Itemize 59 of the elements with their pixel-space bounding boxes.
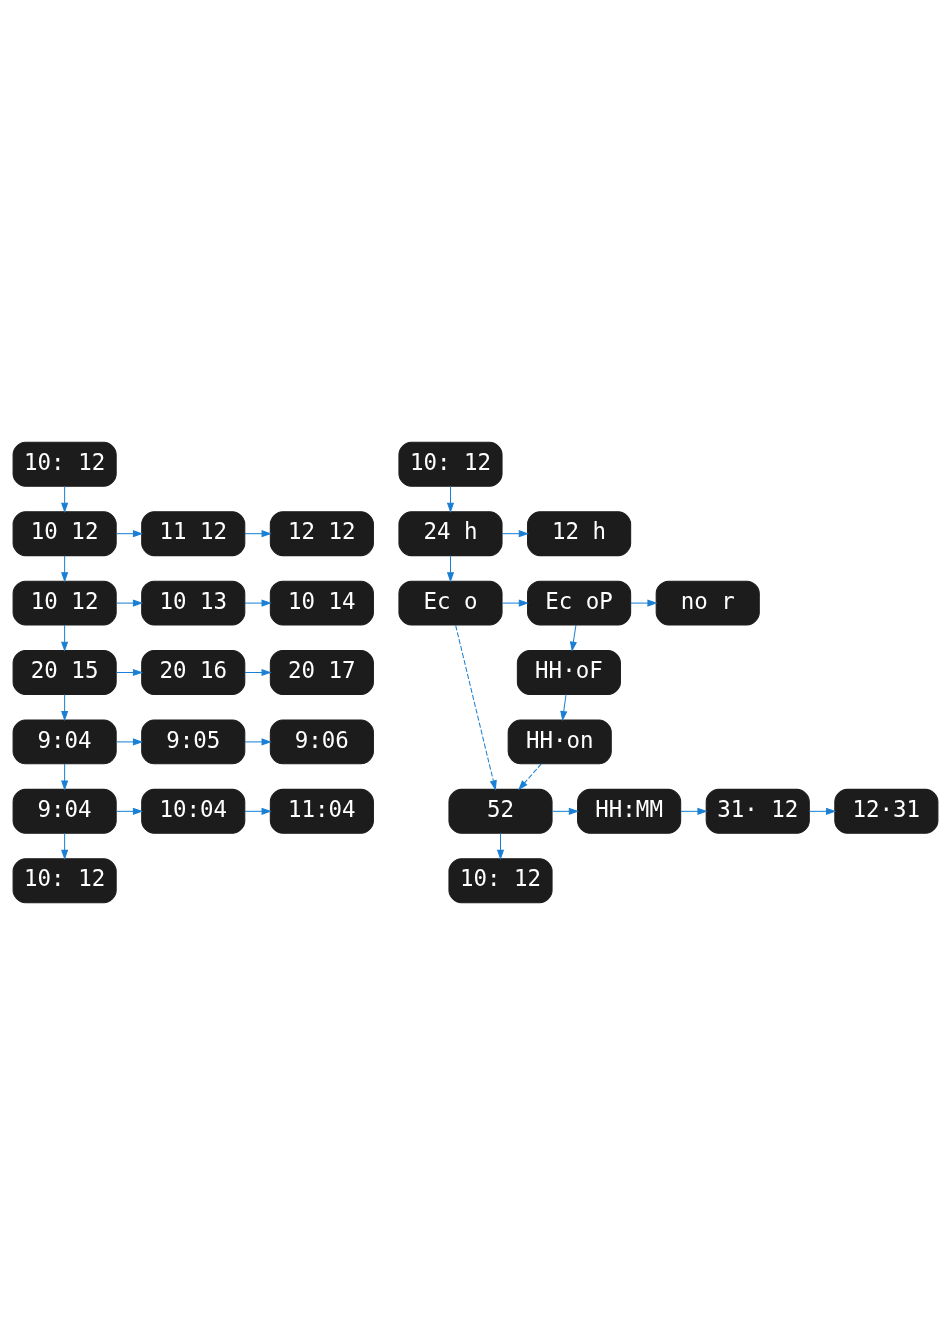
node-box: Ec o bbox=[397, 580, 503, 626]
arrow bbox=[244, 529, 272, 537]
arrow bbox=[679, 807, 708, 815]
arrow bbox=[60, 485, 68, 513]
node-box: 9:04 bbox=[12, 718, 117, 764]
node-box: 20 16 bbox=[140, 649, 245, 695]
arrow bbox=[454, 624, 497, 791]
node-box: 10: 12 bbox=[447, 857, 553, 903]
arrow bbox=[551, 807, 579, 815]
arrow bbox=[808, 807, 836, 815]
node-box: 10: 12 bbox=[12, 441, 117, 487]
arrow bbox=[244, 668, 272, 676]
node-box: 52 bbox=[447, 788, 553, 834]
arrow bbox=[244, 599, 272, 607]
node-box: 12 12 bbox=[269, 510, 374, 556]
arrow bbox=[446, 554, 454, 582]
node-box: 24 h bbox=[397, 510, 503, 556]
arrow bbox=[115, 668, 143, 676]
arrow bbox=[559, 693, 567, 721]
node-box: HH·on bbox=[507, 718, 612, 764]
node-box: 12·31 bbox=[833, 788, 938, 834]
arrow bbox=[501, 529, 529, 537]
arrow bbox=[629, 599, 658, 607]
node-box: 9:04 bbox=[12, 788, 117, 834]
node-box: 10 13 bbox=[140, 580, 245, 626]
node-box: 12 h bbox=[526, 510, 631, 556]
arrow bbox=[60, 554, 68, 582]
node-box: 10 12 bbox=[12, 510, 117, 556]
arrow bbox=[115, 599, 143, 607]
node-box: 31· 12 bbox=[705, 788, 810, 834]
node-box: HH:MM bbox=[576, 788, 681, 834]
node-box: 20 17 bbox=[269, 649, 374, 695]
node-box: 10 14 bbox=[269, 580, 374, 626]
node-box: 11 12 bbox=[140, 510, 245, 556]
arrow bbox=[115, 737, 143, 745]
arrow bbox=[60, 624, 68, 652]
arrow bbox=[446, 485, 454, 513]
arrow bbox=[501, 599, 529, 607]
node-box: 9:06 bbox=[269, 718, 374, 764]
arrow bbox=[244, 737, 272, 745]
node-box: HH·oF bbox=[516, 649, 621, 695]
arrow bbox=[60, 832, 68, 860]
node-box: 10 12 bbox=[12, 580, 117, 626]
arrow bbox=[60, 693, 68, 721]
node-box: 20 15 bbox=[12, 649, 117, 695]
node-box: no r bbox=[655, 580, 760, 626]
node-box: 9:05 bbox=[140, 718, 245, 764]
arrow bbox=[517, 762, 542, 790]
node-box: Ec oP bbox=[526, 580, 631, 626]
arrow bbox=[496, 832, 504, 860]
node-box: 10:04 bbox=[140, 788, 245, 834]
arrow bbox=[60, 762, 68, 791]
node-box: 11:04 bbox=[269, 788, 374, 834]
arrow bbox=[115, 529, 143, 537]
arrow bbox=[244, 807, 272, 815]
node-box: 10: 12 bbox=[12, 857, 117, 903]
arrow bbox=[115, 807, 143, 815]
node-box: 10: 12 bbox=[397, 441, 503, 487]
arrow bbox=[569, 624, 577, 652]
